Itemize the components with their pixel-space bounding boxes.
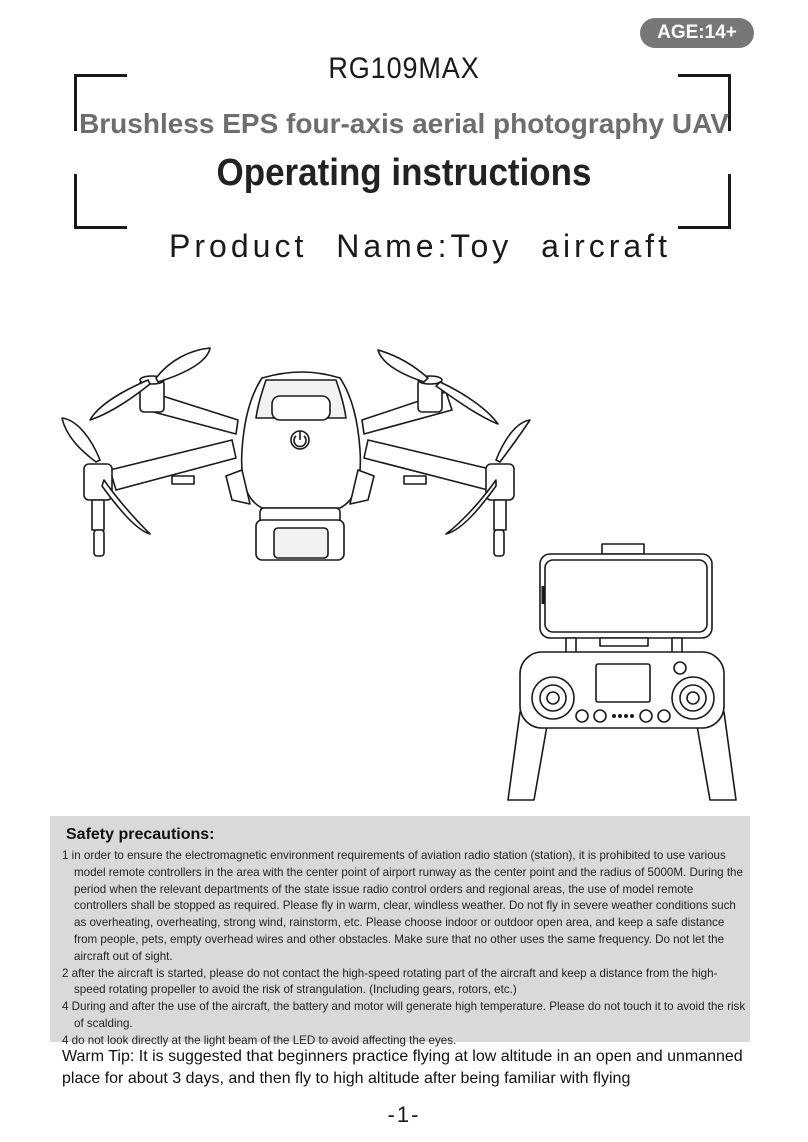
safety-item: 4 During and after the use of the aircra… <box>62 1000 746 1030</box>
product-subtitle: Brushless EPS four-axis aerial photograp… <box>79 108 729 139</box>
model-number: RG109MAX <box>328 52 480 85</box>
safety-item: 2 after the aircraft is started, please … <box>62 966 718 997</box>
warm-tip: Warm Tip: It is suggested that beginners… <box>62 1048 743 1087</box>
remote-controller-illustration <box>507 543 737 801</box>
safety-item: 1 in order to ensure the electromagnetic… <box>62 849 743 963</box>
document-title: Operating instructions <box>216 152 592 194</box>
page-number: -1- <box>387 1102 421 1127</box>
product-name: Product Name:Toy aircraft <box>169 228 671 264</box>
safety-item: 4 do not look directly at the light beam… <box>62 1033 457 1047</box>
safety-title: Safety precautions: <box>66 826 215 843</box>
corner-bracket-bottom-right <box>678 174 731 229</box>
safety-precautions-section: Safety precautions: 1 in order to ensure… <box>50 816 750 1047</box>
safety-list: 1 in order to ensure the electromagnetic… <box>62 848 746 1050</box>
corner-bracket-bottom-left <box>74 174 127 229</box>
illustrations <box>61 347 737 801</box>
drone-illustration <box>61 347 531 561</box>
corner-bracket-top-right <box>678 74 731 131</box>
age-rating-badge: AGE:14+ <box>640 18 754 48</box>
corner-bracket-top-left <box>74 74 127 131</box>
